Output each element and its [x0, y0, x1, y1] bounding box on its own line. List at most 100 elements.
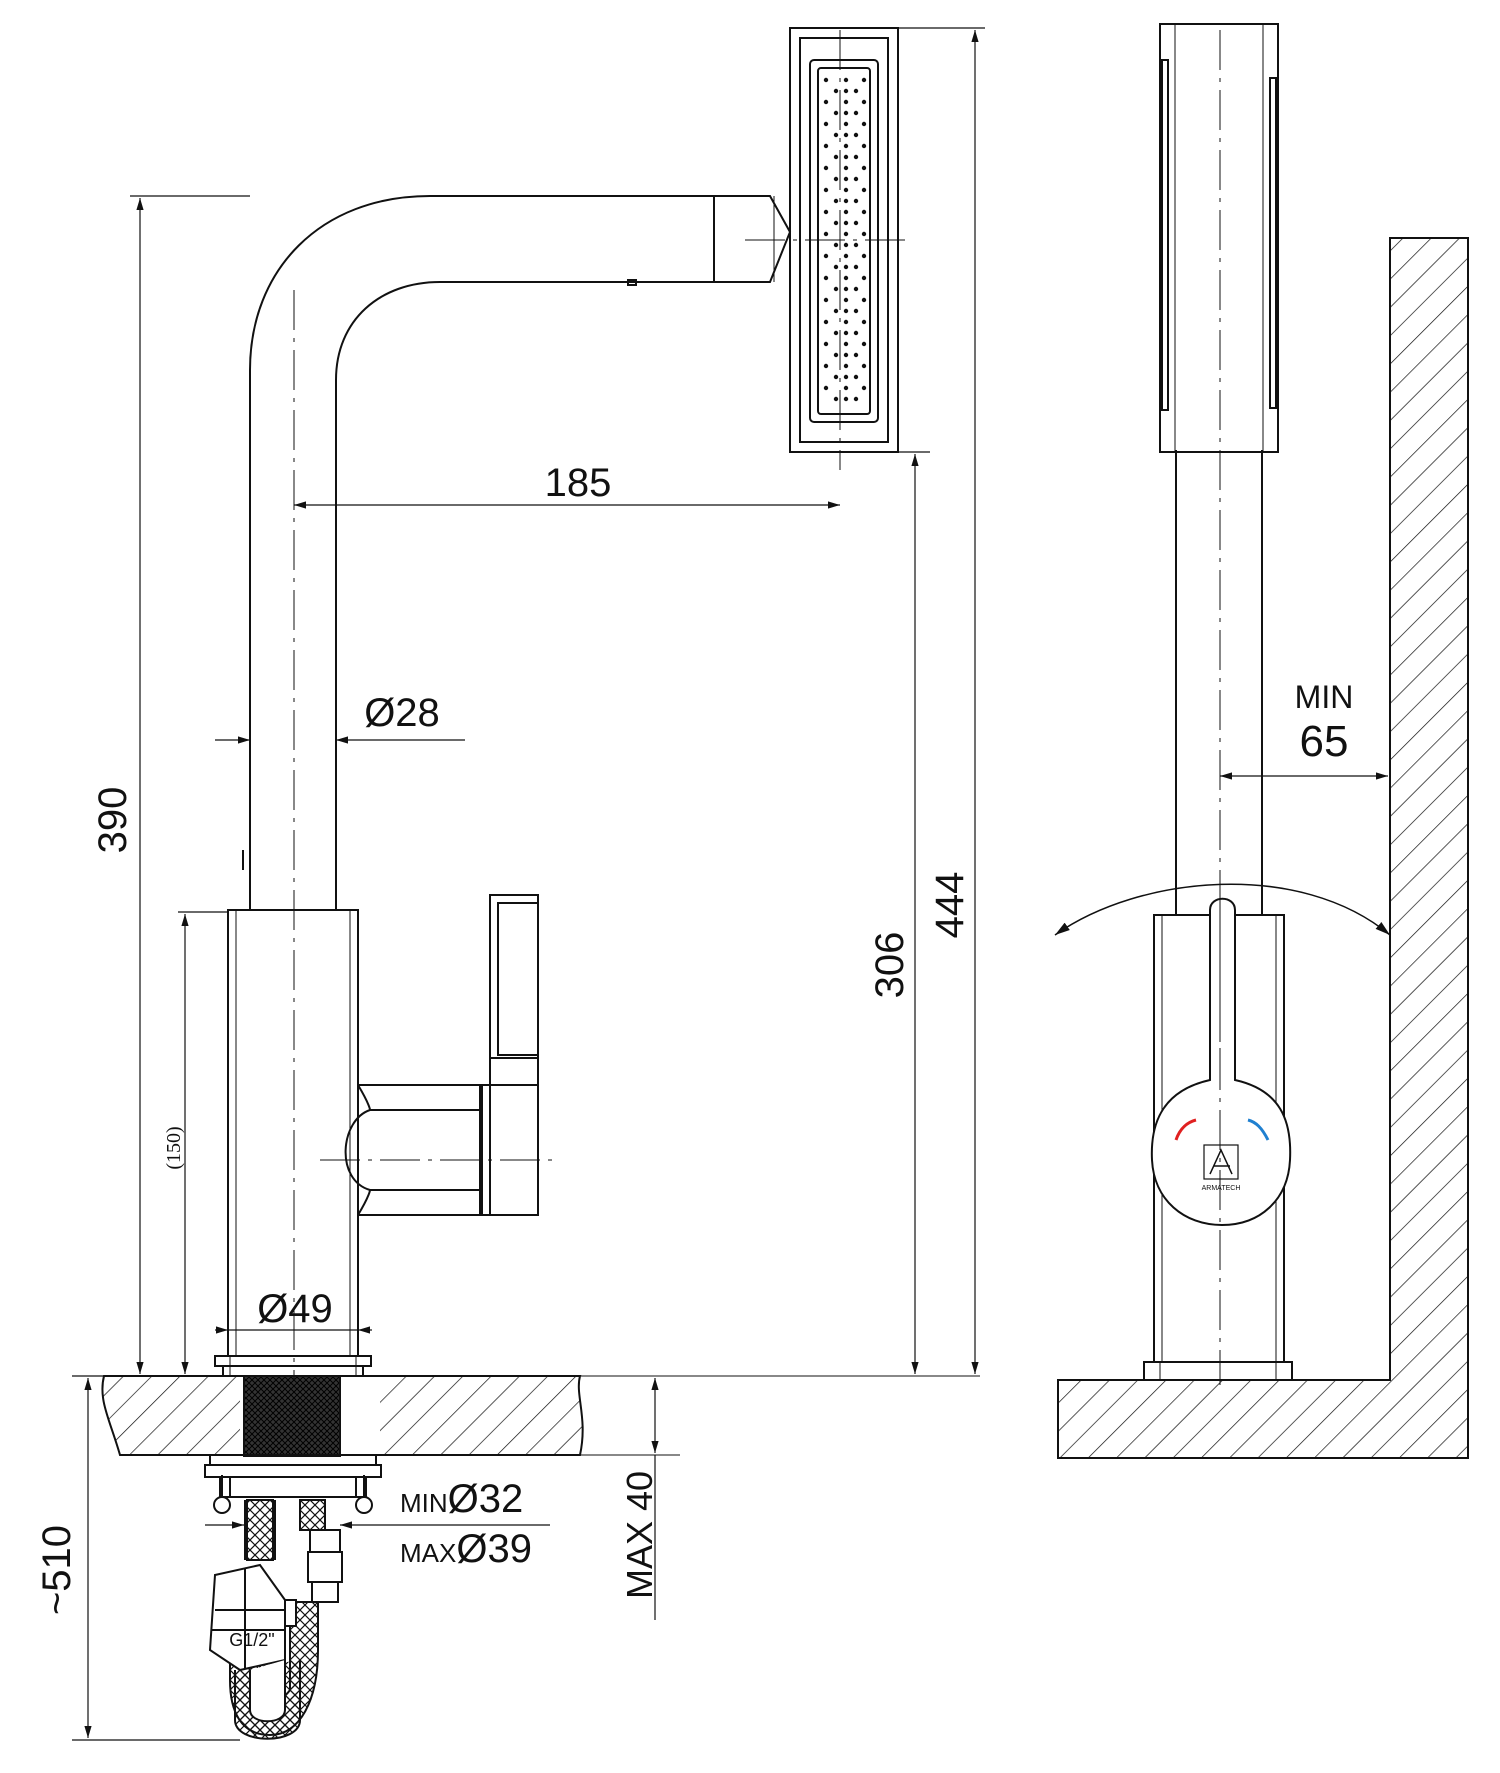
spout-reach-label: 185 [545, 461, 612, 505]
nozzle-dot [853, 330, 859, 336]
counter-thickness-label: MAX 40 [619, 1471, 660, 1599]
nozzle-dot [853, 264, 859, 270]
brand-logo-text: ARMATECH [1202, 1185, 1241, 1192]
nozzle-dot [843, 220, 849, 226]
wall-section [1057, 237, 1469, 1459]
hose-length-label: ~510 [35, 1525, 79, 1615]
faucet-front-view [1054, 23, 1469, 1459]
nozzle-dot [843, 99, 849, 105]
nozzle-dot [833, 132, 839, 138]
nozzle-dot [823, 165, 829, 171]
nozzle-dot [861, 319, 867, 325]
spray-head [789, 27, 899, 453]
nozzle-dot [843, 253, 849, 259]
nozzle-dot [833, 374, 839, 380]
pipe-diameter-label: Ø28 [364, 691, 440, 735]
mounting-bracket [204, 1454, 382, 1514]
nozzle-dot [843, 110, 849, 116]
nozzle-dot [843, 297, 849, 303]
nozzle-dot [861, 165, 867, 171]
hole-max-label: MAXØ39 [400, 1527, 532, 1571]
nozzle-dot [843, 198, 849, 204]
nozzle-dot [843, 231, 849, 237]
nozzle-dot [843, 330, 849, 336]
nozzle-dot [843, 363, 849, 369]
dimension-lines [72, 27, 985, 1741]
spray-bottom-height-label: 306 [868, 932, 912, 999]
nozzle-dot [861, 143, 867, 149]
nozzle-dot [853, 198, 859, 204]
nozzle-dot [823, 121, 829, 127]
nozzle-dot [843, 121, 849, 127]
swing-arc [1054, 883, 1391, 936]
nozzle-dot [823, 143, 829, 149]
nozzle-dot [853, 308, 859, 314]
nozzle-dot [853, 242, 859, 248]
nozzle-dot [833, 220, 839, 226]
wall-min-value: 65 [1300, 717, 1349, 766]
nozzle-dot [853, 154, 859, 160]
total-height-390-label: 390 [91, 787, 135, 854]
nozzle-dot [843, 242, 849, 248]
nozzle-dot [843, 187, 849, 193]
nozzle-dot [853, 110, 859, 116]
nozzle-dot [843, 352, 849, 358]
nozzle-dot [861, 99, 867, 105]
nozzle-dot [823, 99, 829, 105]
nozzle-dot [843, 286, 849, 292]
nozzle-dot [833, 264, 839, 270]
nozzle-dot [853, 176, 859, 182]
nozzle-dot [861, 253, 867, 259]
nozzle-dot [853, 132, 859, 138]
nozzle-dot [833, 242, 839, 248]
nozzle-dot [823, 363, 829, 369]
braided-hoses [208, 1499, 343, 1740]
nozzle-dot [833, 396, 839, 402]
faucet-side-view: G1/2" [72, 27, 985, 1741]
nozzle-dot [833, 198, 839, 204]
overall-height-label: 444 [928, 872, 972, 939]
lever-connector [344, 1084, 481, 1216]
hole-max-word: MAX [400, 1538, 456, 1568]
nozzle-dot [853, 88, 859, 94]
nozzle-dot [843, 374, 849, 380]
hole-max-value: Ø39 [456, 1527, 532, 1571]
nozzle-dot [843, 396, 849, 402]
nozzle-dot [833, 308, 839, 314]
nozzle-dot [853, 352, 859, 358]
nozzle-dot [861, 121, 867, 127]
lever-handle [481, 894, 539, 1216]
nozzle-dot [861, 275, 867, 281]
nozzle-dot [853, 286, 859, 292]
nozzle-dot [843, 341, 849, 347]
nozzle-dot [833, 176, 839, 182]
center-lines [293, 30, 910, 1380]
base-ring [214, 1355, 372, 1377]
nozzle-dot [861, 77, 867, 83]
wall-min-word: MIN [1295, 679, 1354, 715]
nozzle-dot [823, 231, 829, 237]
nozzle-dot [823, 297, 829, 303]
nozzle-dot [843, 264, 849, 270]
nozzle-dot [823, 77, 829, 83]
nozzle-dot [861, 363, 867, 369]
hole-min-word: MIN [400, 1488, 448, 1518]
brand-logo [1203, 1144, 1239, 1180]
nozzle-dot [843, 77, 849, 83]
nozzle-dot [861, 231, 867, 237]
nozzle-dot [823, 385, 829, 391]
nozzle-dot [823, 187, 829, 193]
front-base-ring [1143, 1361, 1293, 1381]
nozzle-dot [843, 319, 849, 325]
nozzle-dot [843, 165, 849, 171]
nozzle-dot [843, 275, 849, 281]
cold-indicator [1247, 1118, 1270, 1141]
nozzle-dot [861, 209, 867, 215]
connection-thread-label: G1/2" [229, 1630, 274, 1650]
nozzle-dot [853, 220, 859, 226]
nozzle-dot [843, 154, 849, 160]
nozzle-dot [823, 209, 829, 215]
threaded-shank [243, 1375, 341, 1457]
nozzle-dot [833, 88, 839, 94]
